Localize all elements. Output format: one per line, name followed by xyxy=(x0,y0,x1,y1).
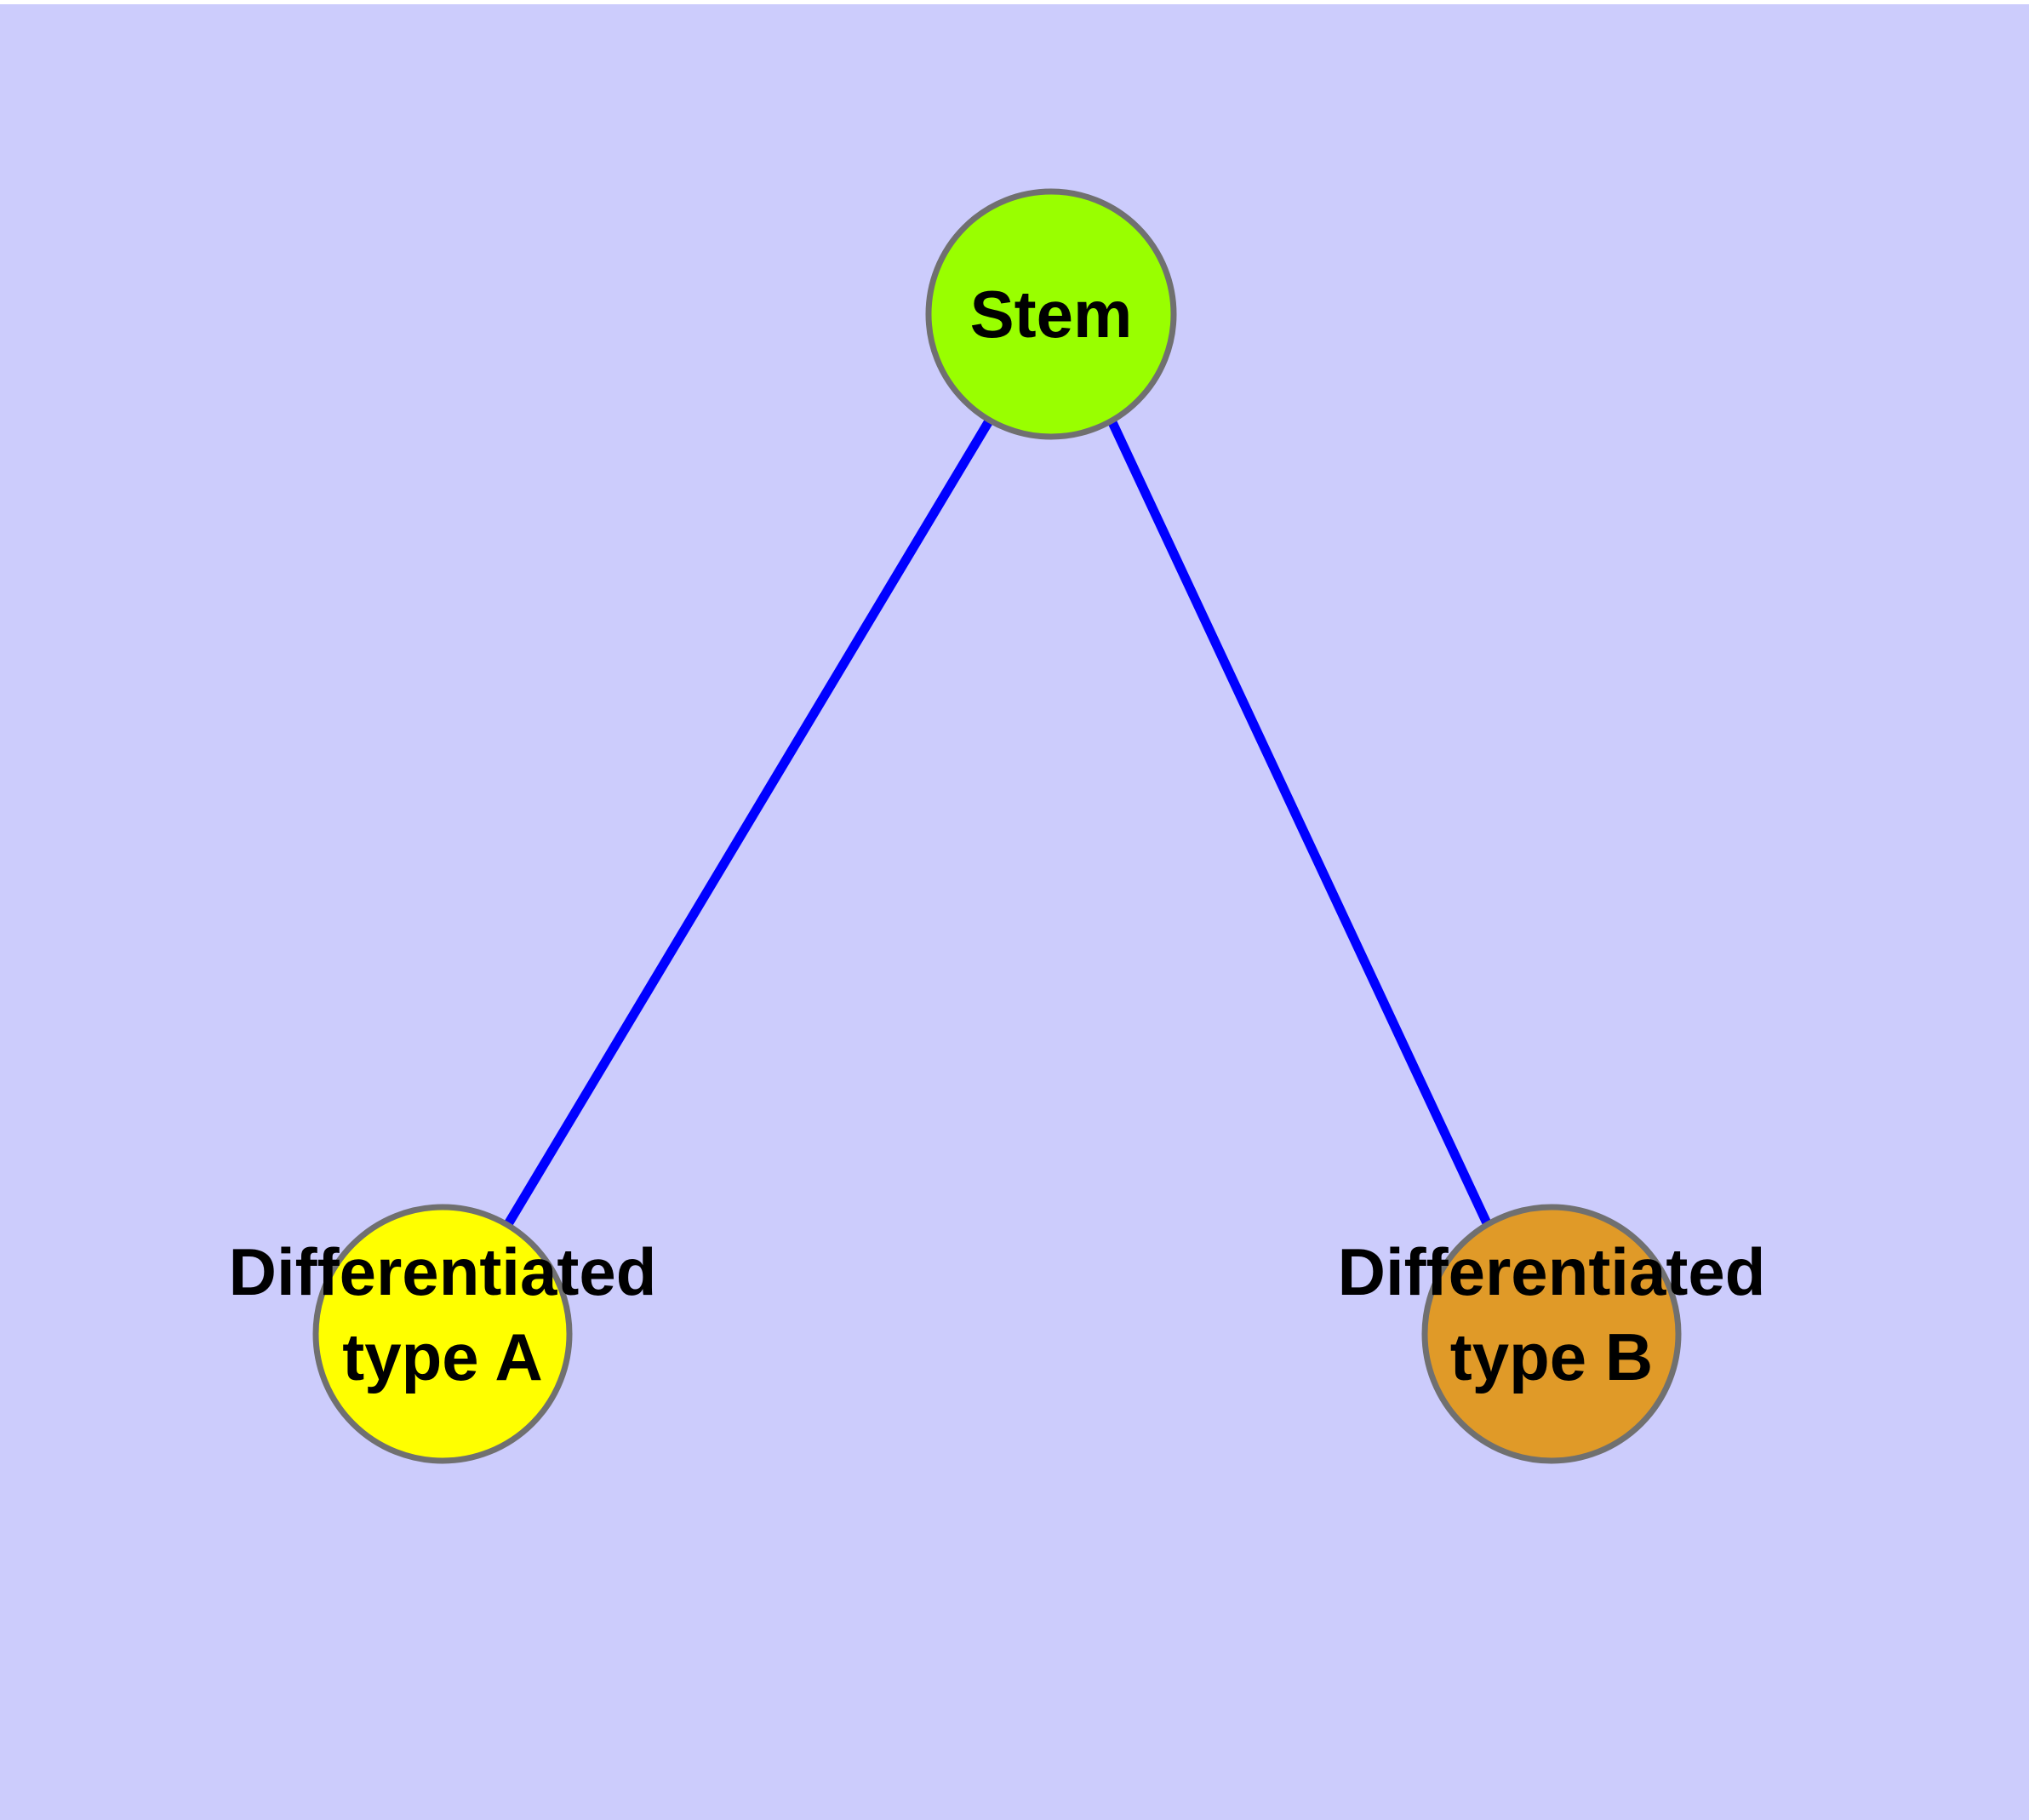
node-label-differentiated-type-b-line1: Differentiated xyxy=(1338,1234,1766,1309)
edge-layer xyxy=(504,417,1492,1228)
label-layer: Stem Differentiated type A Differentiate… xyxy=(229,277,1766,1394)
node-differentiated-type-a[interactable] xyxy=(312,1204,573,1464)
edge-stem-to-differentiated-type-b[interactable] xyxy=(1107,418,1492,1228)
node-label-stem: Stem xyxy=(970,277,1133,352)
node-differentiated-type-b[interactable] xyxy=(1421,1204,1682,1464)
edge-stem-to-differentiated-type-a[interactable] xyxy=(504,417,994,1227)
node-stem[interactable] xyxy=(925,188,1177,440)
node-label-differentiated-type-b-line2: type B xyxy=(1450,1319,1653,1394)
node-layer xyxy=(312,188,1682,1464)
node-label-differentiated-type-a-line1: Differentiated xyxy=(229,1234,657,1309)
node-label-differentiated-type-a-line2: type A xyxy=(342,1319,543,1394)
